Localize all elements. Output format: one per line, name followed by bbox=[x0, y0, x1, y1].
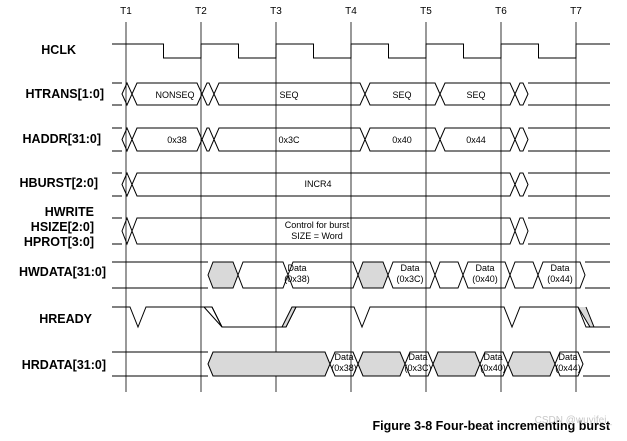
hrdata-segment bbox=[554, 351, 584, 377]
signal-label-hclk: HCLK bbox=[41, 43, 76, 57]
hrdata-data-label: Data bbox=[408, 352, 427, 362]
haddr-segment bbox=[201, 127, 215, 152]
waveforms bbox=[112, 43, 610, 377]
haddr-value: 0x3C bbox=[278, 135, 300, 145]
hready-transition bbox=[281, 306, 297, 328]
hrdata-addr-label: (0x44) bbox=[555, 363, 581, 373]
signal-label-hready: HREADY bbox=[39, 312, 92, 326]
hwdata-segment bbox=[537, 261, 586, 289]
hwdata-data-label: Data bbox=[550, 263, 569, 273]
hwdata-addr-label: (0x40) bbox=[472, 274, 498, 284]
hburst-segment bbox=[121, 171, 133, 198]
haddr-value: 0x40 bbox=[392, 135, 412, 145]
tick-label-t2: T2 bbox=[195, 6, 207, 17]
hrdata-segment bbox=[507, 351, 556, 377]
htrans-segment bbox=[121, 81, 133, 107]
tick-label-t3: T3 bbox=[270, 6, 282, 17]
hwdata-segment bbox=[207, 261, 239, 289]
hclk-waveform bbox=[112, 43, 610, 59]
htrans-value: SEQ bbox=[466, 90, 485, 100]
hrdata-segment bbox=[357, 351, 406, 377]
tick-label-t1: T1 bbox=[120, 6, 132, 17]
hrdata-addr-label: (0x40) bbox=[480, 363, 506, 373]
hrdata-data-label: Data bbox=[334, 352, 353, 362]
htrans-value: NONSEQ bbox=[155, 90, 194, 100]
hwdata-addr-label: (0x44) bbox=[547, 274, 573, 284]
hwdata-addr-label: (0x38) bbox=[284, 274, 310, 284]
hwdata-segment bbox=[357, 261, 389, 289]
htrans-value: SEQ bbox=[392, 90, 411, 100]
haddr-segment bbox=[121, 126, 133, 153]
hready-transition bbox=[577, 306, 595, 328]
hrdata-data-label: Data bbox=[483, 352, 502, 362]
clock-gridlines bbox=[125, 22, 577, 392]
hburst-value: INCR4 bbox=[304, 179, 331, 189]
hwdata-data-label: Data bbox=[400, 263, 419, 273]
hwdata-segment bbox=[237, 261, 289, 289]
hrdata-addr-label: (0x3C) bbox=[404, 363, 431, 373]
signal-label-hsize: HSIZE[2:0] bbox=[31, 220, 94, 234]
haddr-value: 0x44 bbox=[466, 135, 486, 145]
htrans-segment bbox=[514, 82, 529, 106]
control-value-line-2: SIZE = Word bbox=[291, 231, 343, 241]
haddr-segment bbox=[514, 127, 529, 152]
hburst-segment bbox=[514, 172, 529, 197]
signal-label-hwrite: HWRITE bbox=[45, 205, 94, 219]
control-value-line-1: Control for burst bbox=[285, 220, 350, 230]
tick-label-t7: T7 bbox=[570, 6, 582, 17]
hready-transition bbox=[203, 306, 223, 328]
htrans-segment bbox=[201, 82, 215, 106]
hrdata-segment bbox=[207, 351, 331, 377]
hrdata-segment bbox=[432, 351, 481, 377]
signal-label-hburst: HBURST[2:0] bbox=[20, 176, 98, 190]
figure-caption: Figure 3-8 Four-beat incrementing burst bbox=[372, 419, 610, 433]
tick-label-t4: T4 bbox=[345, 6, 357, 17]
signal-label-hwdata: HWDATA[31:0] bbox=[19, 265, 106, 279]
signal-label-htrans: HTRANS[1:0] bbox=[26, 87, 104, 101]
hwdata-addr-label: (0x3C) bbox=[396, 274, 423, 284]
hwdata-data-label: Data bbox=[287, 263, 306, 273]
hwdata-data-label: Data bbox=[475, 263, 494, 273]
tick-label-t5: T5 bbox=[420, 6, 432, 17]
watermark: CSDN @wuyifei_ bbox=[535, 415, 613, 426]
signal-label-hrdata: HRDATA[31:0] bbox=[22, 358, 106, 372]
control-segment bbox=[121, 216, 133, 246]
hrdata-data-label: Data bbox=[558, 352, 577, 362]
hwdata-segment bbox=[509, 261, 539, 289]
signal-label-haddr: HADDR[31:0] bbox=[23, 132, 101, 146]
tick-label-t6: T6 bbox=[495, 6, 507, 17]
control-segment bbox=[514, 217, 529, 245]
hready-waveform bbox=[112, 306, 610, 329]
htrans-value: SEQ bbox=[279, 90, 298, 100]
haddr-value: 0x38 bbox=[167, 135, 187, 145]
hrdata-addr-label: (0x38) bbox=[331, 363, 357, 373]
hwdata-segment bbox=[434, 261, 464, 289]
signal-label-hprot: HPROT[3:0] bbox=[24, 235, 94, 249]
